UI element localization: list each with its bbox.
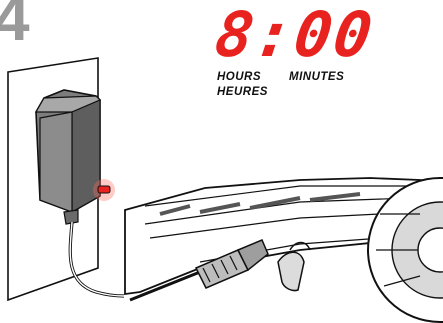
wall-charger-icon [34, 89, 115, 225]
hours-label: HOURS [217, 71, 262, 83]
scooter-deck-icon [124, 177, 443, 323]
minutes-label: MINUTES [289, 71, 345, 83]
heures-label: HEURES [217, 86, 268, 98]
step-number: 4 [0, 0, 30, 54]
charge-indicator-light [93, 179, 115, 201]
charging-plug-icon [129, 239, 311, 302]
